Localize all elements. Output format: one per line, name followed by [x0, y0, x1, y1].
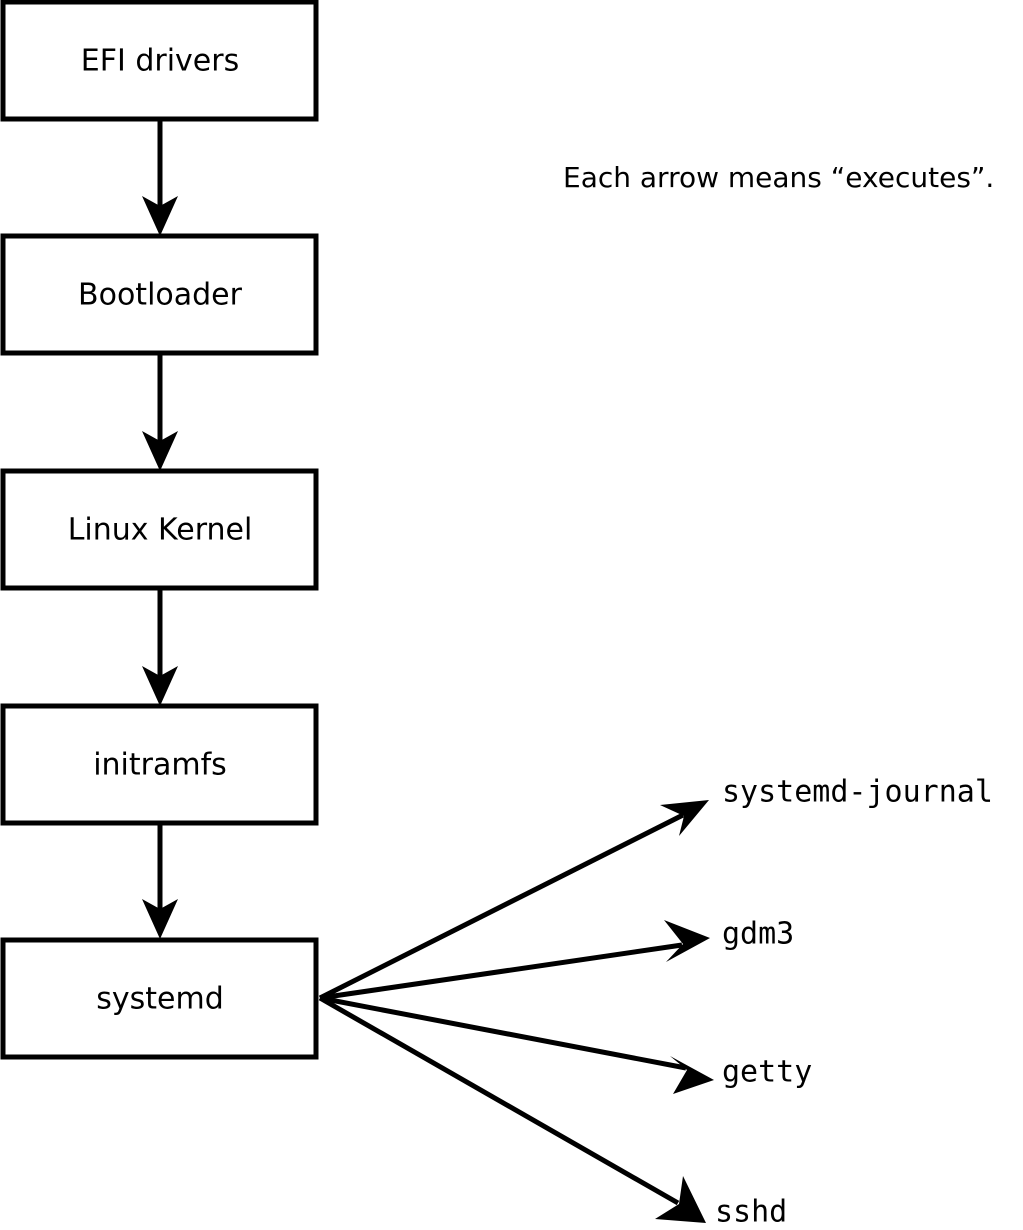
arrow-head-icon [660, 800, 709, 836]
node-box[interactable] [0, 468, 319, 591]
edge-systemd-to-getty [319, 995, 714, 1094]
legend-caption: Each arrow means “executes”. [563, 161, 994, 194]
edge-efi-drivers-to-bootloader [142, 119, 178, 236]
node-label: EFI drivers [81, 44, 239, 79]
edge-line [319, 942, 683, 1001]
arrow-head-icon [670, 1056, 714, 1094]
node-label: Linux Kernel [68, 513, 253, 548]
node-linux-kernel[interactable]: Linux Kernel [0, 468, 319, 591]
node-box[interactable] [0, 703, 319, 826]
node-efi-drivers[interactable]: EFI drivers [0, 0, 319, 122]
service-label-getty[interactable]: getty [722, 1055, 812, 1090]
service-edges-group [318, 800, 714, 1223]
node-label: systemd [96, 982, 224, 1017]
node-initramfs[interactable]: initramfs [0, 703, 319, 826]
node-label: Bootloader [78, 278, 243, 313]
edge-line [319, 995, 687, 1071]
service-label-systemd-journal[interactable]: systemd-journal [722, 775, 993, 810]
arrow-head-icon [655, 1176, 706, 1223]
arrow-head-icon [142, 431, 178, 471]
edge-bootloader-to-linux-kernel [142, 352, 178, 471]
edge-initramfs-to-systemd [142, 823, 178, 939]
edge-systemd-to-sshd [318, 995, 706, 1223]
arrow-head-icon [142, 196, 178, 236]
edge-line [318, 812, 685, 1001]
edge-systemd-to-gdm3 [319, 920, 710, 1001]
edge-line [318, 995, 680, 1206]
edge-systemd-to-systemd-journal [318, 800, 709, 1001]
service-label-sshd[interactable]: sshd [715, 1195, 787, 1230]
node-bootloader[interactable]: Bootloader [0, 233, 319, 356]
node-label: initramfs [93, 748, 227, 783]
arrow-head-icon [142, 899, 178, 939]
node-box[interactable] [0, 233, 319, 356]
arrow-head-icon [142, 666, 178, 706]
edge-linux-kernel-to-initramfs [142, 588, 178, 706]
service-label-gdm3[interactable]: gdm3 [722, 917, 794, 952]
arrow-head-icon [664, 920, 710, 962]
node-box[interactable] [0, 937, 319, 1060]
node-box[interactable] [0, 0, 319, 122]
chain-edges-group [142, 119, 178, 939]
node-systemd[interactable]: systemd [0, 937, 319, 1060]
